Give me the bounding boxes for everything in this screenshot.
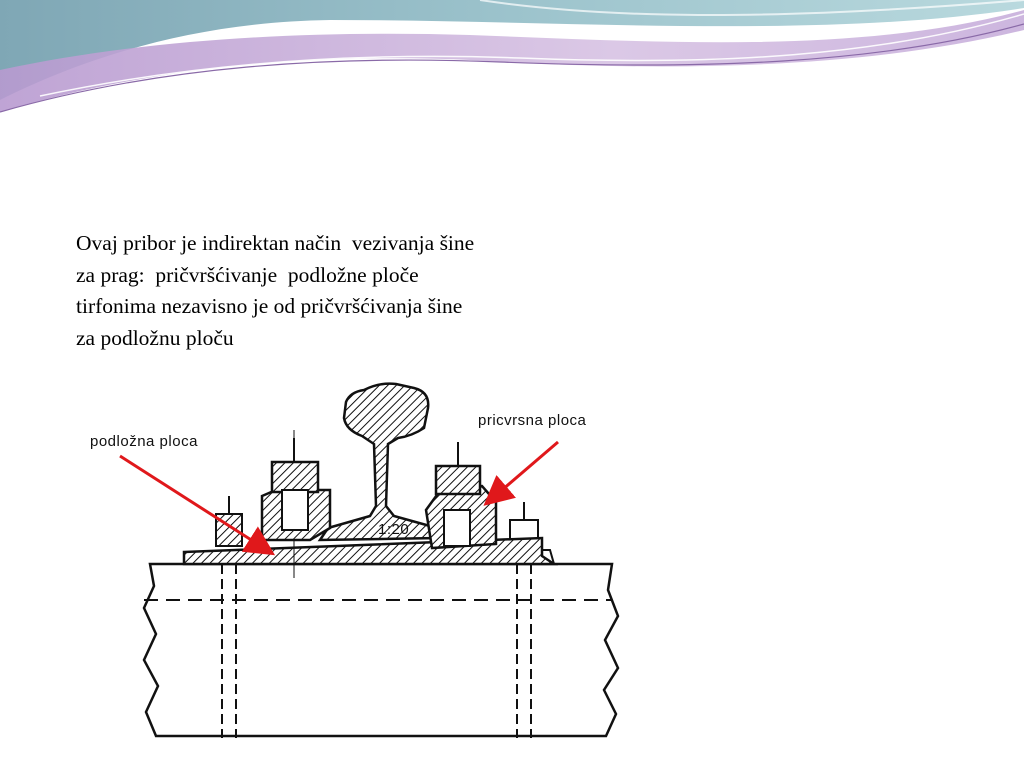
screw-spike-left: [215, 496, 243, 738]
arrow-to-clamp-plate: [483, 440, 559, 506]
clamp-plate-left: [260, 438, 332, 542]
label-clamp-plate: pricvrsna ploca: [478, 412, 587, 429]
arrow-to-tie-plate: [119, 454, 276, 556]
slide-paragraph: Ovaj pribor je indirektan način vezivanj…: [76, 228, 616, 354]
paragraph-line: Ovaj pribor je indirektan način vezivanj…: [76, 231, 475, 255]
paragraph-line: za podložnu ploču: [76, 325, 234, 350]
clamp-plate-right: [424, 442, 498, 550]
header-swoosh-decoration: [0, 0, 1024, 113]
rail-fastening-diagram: 1:20 podložna ploca pricvrsna ploca: [72, 378, 710, 740]
label-tie-plate: podložna ploca: [90, 433, 198, 450]
incline-mark: 1:20: [378, 521, 409, 538]
rail: [317, 382, 441, 542]
paragraph-line: tirfonima nezavisno je od pričvršćivanja…: [76, 294, 463, 318]
sleeper: [142, 562, 620, 738]
paragraph-line: za prag: pričvršćivanje podložne ploče: [76, 262, 419, 287]
